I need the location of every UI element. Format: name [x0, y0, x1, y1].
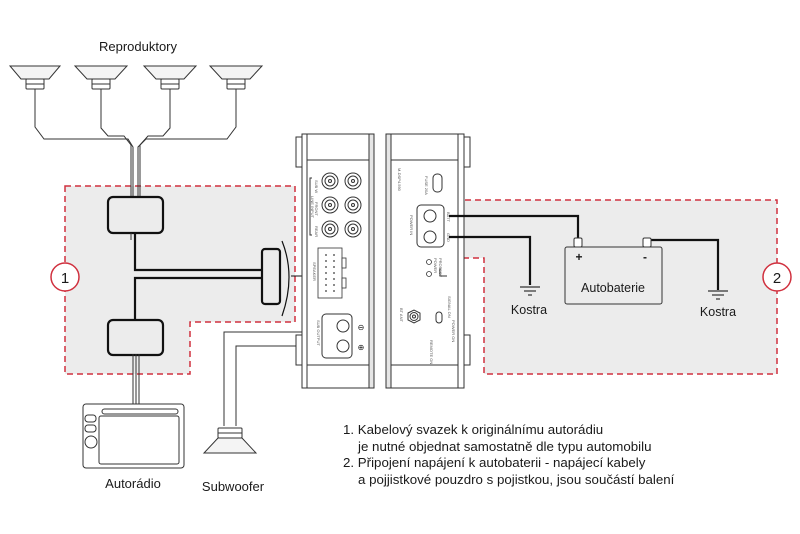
batt-cable [449, 214, 580, 240]
sub-output-minus-terminal[interactable] [336, 319, 350, 333]
ground-label-right: Kostra [700, 305, 736, 319]
ground-icon [708, 290, 728, 300]
amplifier-right-panel [385, 133, 471, 389]
note-2-line-2: a pojjistkové pouzdro s pojistkou, jsou … [358, 471, 675, 487]
footnotes: 1. Kabelový svazek k originálnímu autorá… [343, 422, 674, 488]
ground-label-left: Kostra [511, 303, 547, 317]
sub-output [321, 313, 353, 359]
sub-output-plus-terminal[interactable] [336, 339, 350, 353]
batt-label: BATT [446, 212, 451, 222]
power-in-label: POWER IN [409, 215, 414, 235]
speaker-4 [208, 65, 264, 90]
rca-label-subw: SUB W [314, 180, 319, 193]
svg-text:2: 2 [773, 270, 781, 287]
car-radio-label: Autorádio [105, 476, 161, 491]
power-led [426, 259, 432, 265]
speaker-1 [8, 65, 62, 90]
power-led-label: POWER [433, 258, 438, 273]
subwoofer [202, 427, 258, 454]
bt-ant-label: BT ANT [399, 308, 404, 322]
battery-label: Autobaterie [581, 281, 645, 295]
signal-on-label: SIGNAL ON [447, 296, 452, 318]
remote-on-label: REMOTE ON [429, 340, 434, 364]
remote-switch[interactable] [435, 311, 443, 324]
harness-connector-amp [260, 247, 282, 306]
gnd-cable [449, 235, 532, 285]
ground-icon [520, 286, 540, 296]
line-input-label: LINE INPUT [310, 196, 315, 219]
battery-ground-cable [648, 238, 720, 290]
fuse-holder[interactable] [432, 173, 443, 193]
power-on-label: POWER ON [451, 320, 456, 342]
speaker-connector-block [317, 247, 347, 299]
speaker-3 [142, 65, 198, 90]
note-1-line-2: je nutné objednat samostatně dle typu au… [358, 438, 652, 454]
rca-inputs [309, 172, 362, 238]
svg-text:1: 1 [61, 270, 69, 287]
protect-led-label: PROTECT [438, 258, 443, 278]
note-2-line-1: 2. Připojení napájení k autobaterii - na… [343, 455, 646, 470]
minus-symbol: ⊖ [358, 323, 365, 332]
harness-connector-bottom [106, 318, 165, 357]
rca-label-rear: REAR [314, 226, 319, 237]
plus-symbol: ⊕ [358, 343, 365, 352]
fuse-label: FUSE 20A [424, 176, 429, 195]
power-in-block [416, 204, 445, 248]
speaker-2 [73, 65, 129, 90]
harness-connector-top [106, 195, 165, 235]
model-label: M-DSP4.590 [397, 168, 402, 192]
speakers-label: Reproduktory [99, 39, 178, 54]
battery-plus: + [575, 250, 582, 264]
protect-led [426, 271, 432, 277]
sub-output-label: SUB OUTPUT [316, 320, 321, 346]
speaker-connector-label: SPEAKER [312, 262, 317, 281]
speaker-wires [34, 89, 237, 196]
bt-antenna-connector[interactable] [407, 309, 421, 324]
batt-terminal[interactable] [423, 209, 437, 223]
car-radio [82, 403, 185, 469]
zone-marker-2: 2 [762, 262, 792, 292]
speakers-group [8, 65, 264, 90]
rca-label-front: FRONT [314, 202, 319, 216]
radio-wires [130, 233, 140, 404]
note-1-line-1: 1. Kabelový svazek k originálnímu autorá… [343, 422, 604, 437]
car-battery [564, 237, 663, 305]
gnd-label: GND [446, 233, 451, 242]
subwoofer-label: Subwoofer [202, 479, 265, 494]
zone-marker-1: 1 [50, 262, 80, 292]
gnd-terminal[interactable] [423, 230, 437, 244]
battery-minus: - [643, 250, 647, 264]
power-cables [449, 214, 720, 290]
